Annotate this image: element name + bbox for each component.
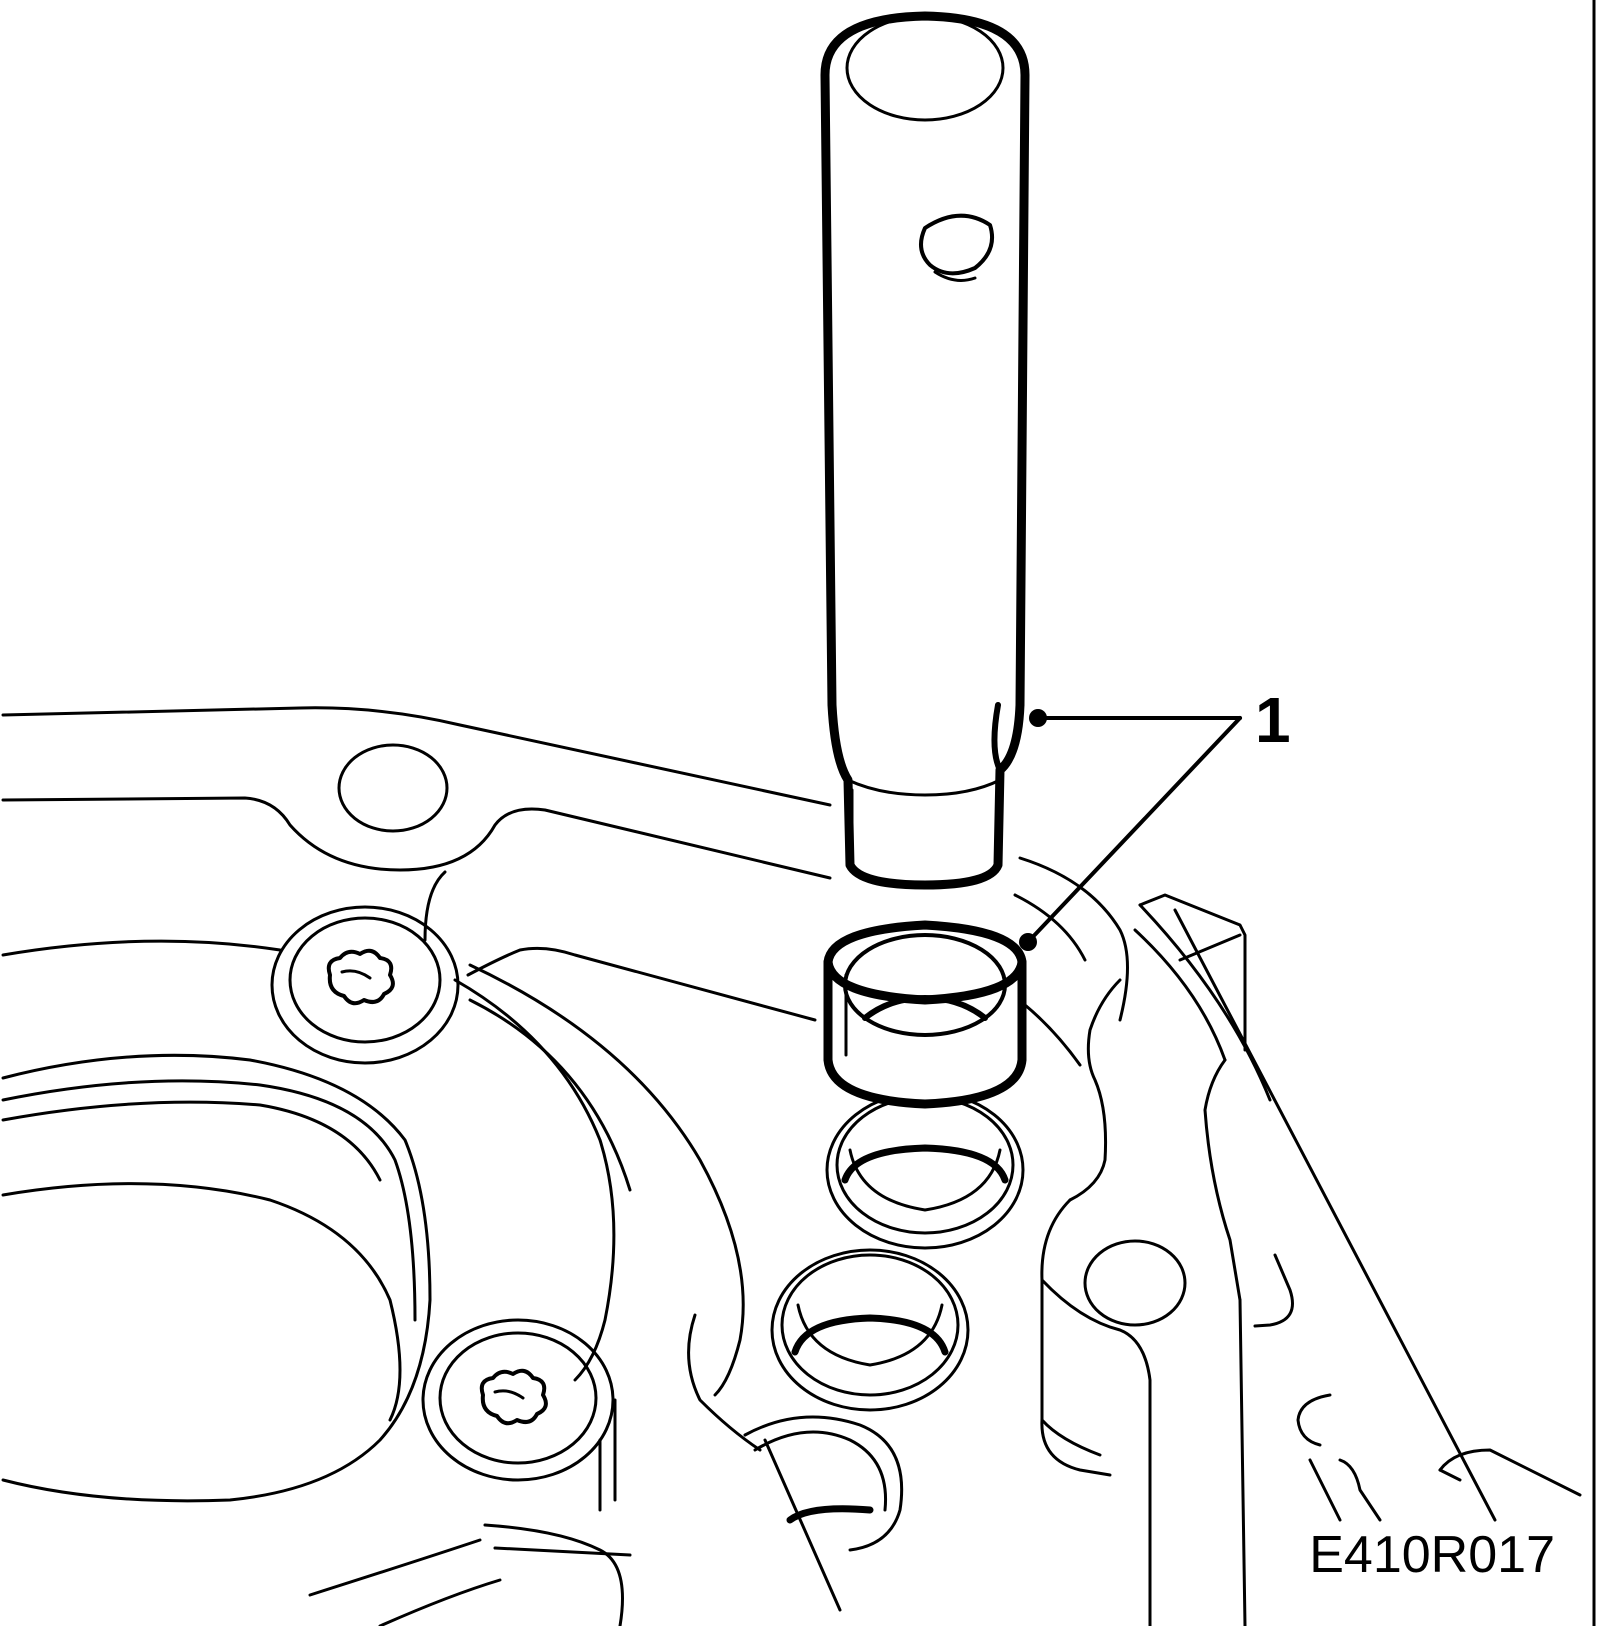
flange-hole-upper bbox=[337, 743, 449, 833]
bushing-bore-upper bbox=[825, 1090, 1025, 1250]
main-bore bbox=[1, 939, 745, 1626]
bushing-bore-bottom bbox=[687, 1313, 904, 1612]
bushing-part bbox=[823, 920, 1027, 1109]
drift-tool bbox=[820, 11, 1030, 890]
callout-1: 1 bbox=[1019, 684, 1291, 951]
bracket-hole bbox=[1083, 1239, 1187, 1327]
housing-flange bbox=[1, 706, 1129, 1067]
bushing-bore-lower bbox=[770, 1248, 970, 1412]
callout-leader-bushing bbox=[1026, 716, 1242, 944]
right-bracket bbox=[1040, 893, 1582, 1626]
figure-code: E410R017 bbox=[1309, 1526, 1555, 1584]
torx-screw-upper bbox=[270, 905, 460, 1065]
torx-screw-lower bbox=[421, 1318, 617, 1512]
callout-number: 1 bbox=[1255, 684, 1291, 756]
